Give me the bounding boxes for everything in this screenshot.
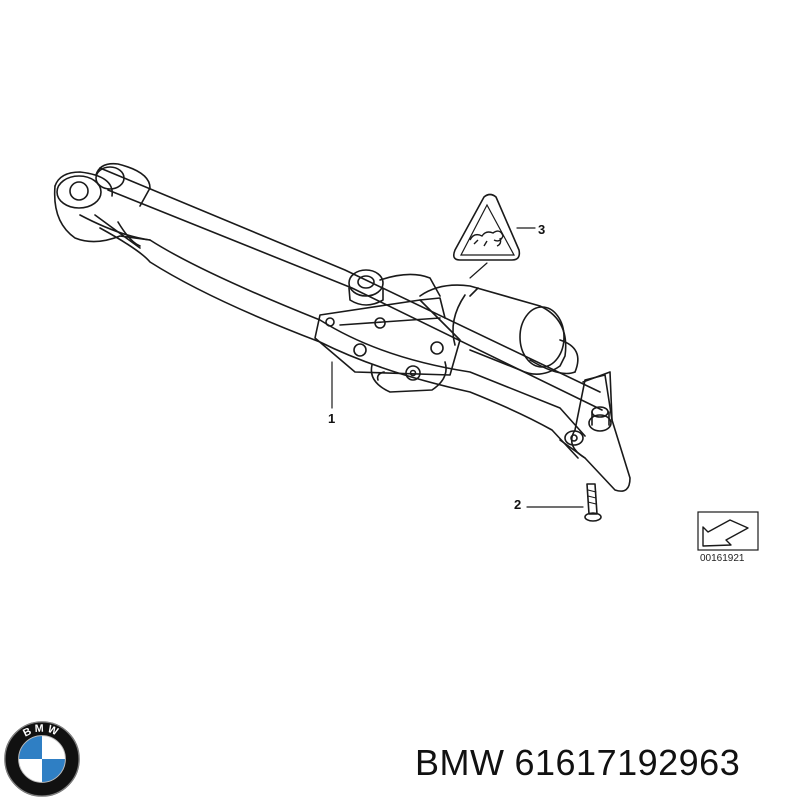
warning-triangle-icon xyxy=(453,193,521,261)
gearbox xyxy=(370,361,447,393)
center-bracket xyxy=(314,297,461,376)
leader-lines xyxy=(331,227,584,508)
left-pivot-assembly xyxy=(53,162,151,249)
direction-arrow-icon xyxy=(697,511,759,551)
callout-item-3: 3 xyxy=(538,222,546,237)
crank-arm xyxy=(348,269,441,306)
svg-text:BMW: BMW xyxy=(21,722,62,739)
diagram-reference-code: 00161921 xyxy=(700,553,745,564)
wiper-motor xyxy=(419,284,579,375)
right-pivot-assembly xyxy=(559,371,631,492)
part-number: 61617192963 xyxy=(514,742,741,783)
callout-item-2: 2 xyxy=(514,497,522,512)
bmw-logo: BMW xyxy=(4,721,80,797)
brand-name: BMW xyxy=(415,742,505,783)
bolt xyxy=(584,483,602,522)
callout-item-1: 1 xyxy=(328,411,336,426)
